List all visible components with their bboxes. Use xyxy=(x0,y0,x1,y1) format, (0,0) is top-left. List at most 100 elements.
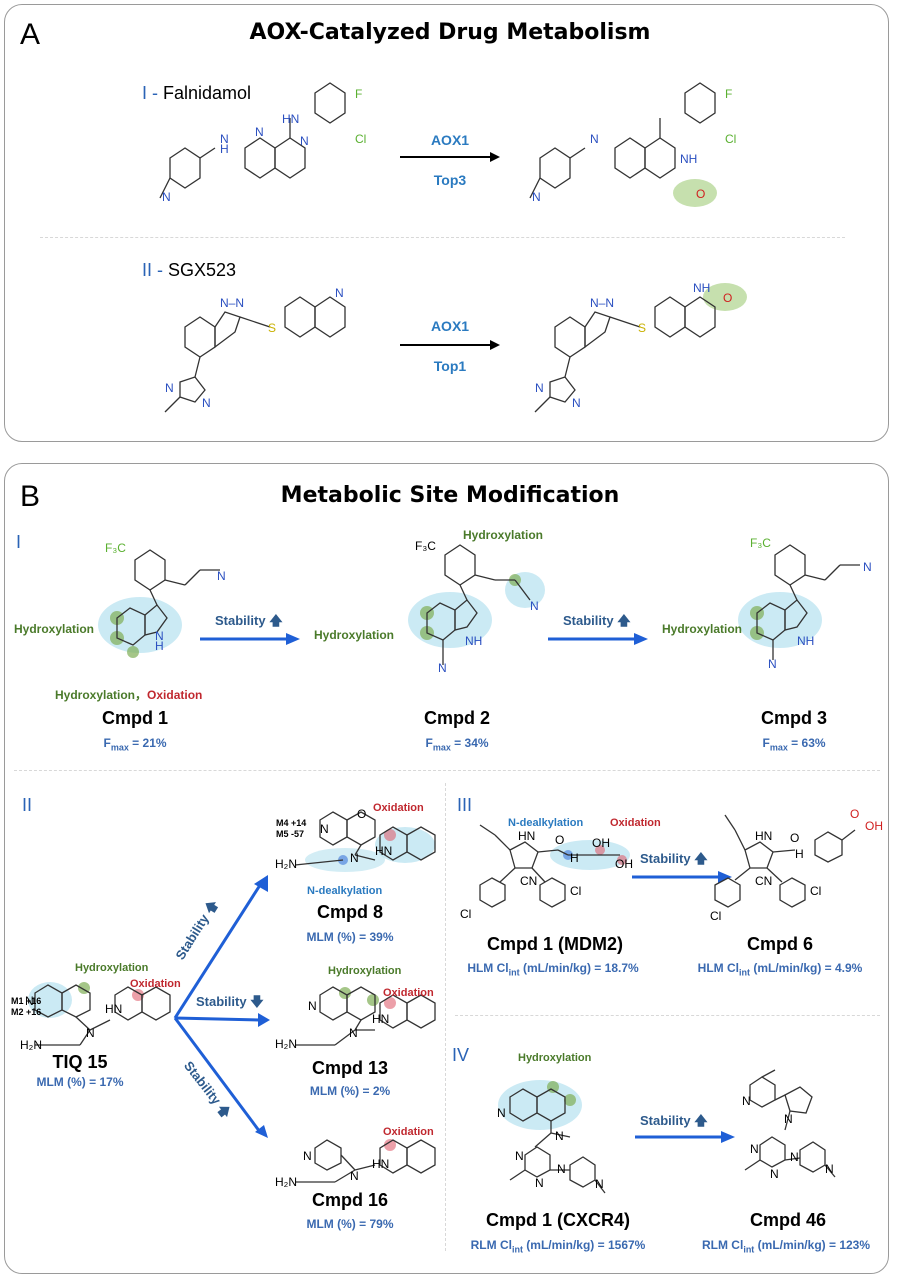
arrow2-rank: Top1 xyxy=(433,358,467,374)
cmpd8-oxidation: Oxidation xyxy=(373,802,424,814)
panel-a xyxy=(4,4,889,442)
mdm2-cmpd1-hlm: HLM Clint (mL/min/kg) = 18.7% xyxy=(467,961,639,978)
cmpd2-name: Cmpd 2 xyxy=(423,708,490,728)
svg-text:N: N xyxy=(555,1129,564,1143)
svg-text:N: N xyxy=(86,1026,95,1040)
svg-text:N: N xyxy=(768,657,777,671)
svg-text:N: N xyxy=(155,629,164,643)
reaction-arrow-1 xyxy=(400,152,500,162)
svg-text:Cl: Cl xyxy=(710,909,721,923)
cmpd13-hydroxylation: Hydroxylation xyxy=(328,965,402,977)
cmpd13-name: Cmpd 13 xyxy=(311,1058,389,1078)
panel-b-title: Metabolic Site Modification xyxy=(280,483,620,508)
svg-text:N: N xyxy=(202,396,211,410)
svg-text:N: N xyxy=(162,190,171,204)
cmpd16-mlm: MLM (%) = 79% xyxy=(306,1217,394,1231)
svg-text:N: N xyxy=(742,1094,751,1108)
svg-text:N–N: N–N xyxy=(590,296,614,310)
cmpd6-hlm: HLM Clint (mL/min/kg) = 4.9% xyxy=(697,961,863,978)
svg-text:H₂N: H₂N xyxy=(275,1037,297,1051)
svg-text:HN: HN xyxy=(372,1012,389,1026)
svg-text:Cl: Cl xyxy=(460,907,471,921)
cxcr4-hydroxylation: Hydroxylation xyxy=(518,1052,592,1064)
svg-text:N: N xyxy=(350,1169,359,1183)
cxcr4-cmpd1-rlm: RLM Clint (mL/min/kg) = 1567% xyxy=(470,1238,646,1255)
branch-arrows xyxy=(173,875,270,1138)
svg-text:HN: HN xyxy=(375,844,392,858)
cmpd16-oxidation: Oxidation xyxy=(383,1126,434,1138)
cmpd46-rlm: RLM Clint (mL/min/kg) = 123% xyxy=(701,1238,871,1255)
stability-label-iii: Stability 🡅 xyxy=(640,851,708,866)
svg-text:N: N xyxy=(320,822,329,836)
stability-arrow-iii xyxy=(632,871,732,883)
svg-text:N: N xyxy=(535,381,544,395)
sec1-hydroxylation-2: Hydroxylation xyxy=(314,628,395,642)
cmpd8-m4: M4 +14 xyxy=(276,818,307,828)
falnidamol-metabolite-structure: N N NH O F Cl xyxy=(529,82,736,207)
svg-text:N–N: N–N xyxy=(220,296,244,310)
sgx523-structure: N–N S N N N xyxy=(164,286,346,413)
svg-text:N: N xyxy=(515,1149,524,1163)
svg-text:Cl: Cl xyxy=(725,132,736,146)
cxcr4-cmpd1-structure: NN NN NN xyxy=(497,1080,606,1194)
svg-text:N: N xyxy=(220,132,229,146)
divider-b-vertical xyxy=(445,783,446,1251)
svg-text:N: N xyxy=(308,999,317,1013)
svg-text:N: N xyxy=(825,1162,834,1176)
sec1-hydrox-oxid-label: Hydroxylation，Oxidation xyxy=(55,688,203,702)
sec1-hydroxylation-3: Hydroxylation xyxy=(463,528,544,542)
svg-text:O: O xyxy=(555,833,564,847)
svg-text:O: O xyxy=(850,807,859,821)
svg-text:HN: HN xyxy=(282,112,299,126)
svg-text:S: S xyxy=(638,321,646,335)
svg-text:CN: CN xyxy=(520,874,537,888)
svg-text:H: H xyxy=(220,142,229,156)
svg-text:OH: OH xyxy=(865,819,883,833)
cxcr4-cmpd1-name: Cmpd 1 (CXCR4) xyxy=(485,1210,630,1230)
divider-a xyxy=(40,237,845,238)
svg-text:N: N xyxy=(165,381,174,395)
row2-label: II - SGX523 xyxy=(142,260,237,280)
svg-text:H: H xyxy=(795,847,804,861)
sgx523-metabolite-structure: N–N S NH O N N xyxy=(534,281,747,413)
svg-text:OH: OH xyxy=(615,857,633,871)
divider-b-iii-iv xyxy=(455,1015,880,1016)
svg-text:Cl: Cl xyxy=(810,884,821,898)
panel-a-label: A xyxy=(20,18,41,51)
tiq15-hydroxylation: Hydroxylation xyxy=(75,962,149,974)
cmpd8-mlm: MLM (%) = 39% xyxy=(306,930,394,944)
svg-text:F₃C: F₃C xyxy=(415,539,436,553)
svg-text:N: N xyxy=(750,1142,759,1156)
cmpd46-name: Cmpd 46 xyxy=(749,1210,827,1230)
svg-text:H₂N: H₂N xyxy=(275,857,297,871)
svg-text:N: N xyxy=(438,661,447,675)
cmpd13-oxidation: Oxidation xyxy=(383,987,434,999)
svg-text:F: F xyxy=(355,87,362,101)
svg-text:O: O xyxy=(357,807,366,821)
sec3-numeral: III xyxy=(457,795,473,815)
svg-text:N: N xyxy=(25,994,34,1008)
cmpd6-name: Cmpd 6 xyxy=(746,934,813,954)
mdm2-oxidation: Oxidation xyxy=(610,817,661,829)
svg-text:Cl: Cl xyxy=(570,884,581,898)
svg-text:N: N xyxy=(557,1162,566,1176)
tiq15-m1: M1 +16 xyxy=(11,996,42,1006)
stability-arrow-iv xyxy=(635,1131,735,1143)
svg-text:N: N xyxy=(863,560,872,574)
svg-text:N: N xyxy=(530,599,539,613)
cmpd8-name: Cmpd 8 xyxy=(316,902,383,922)
cmpd3-fmax: Fmax = 63% xyxy=(762,736,826,753)
stability-down-label: Stability 🡇 xyxy=(196,994,264,1009)
cmpd8-ndealk: N-dealkylation xyxy=(307,885,383,897)
svg-text:F₃C: F₃C xyxy=(105,541,126,555)
cmpd1-name: Cmpd 1 xyxy=(101,708,168,728)
cmpd8-m5: M5 -57 xyxy=(276,829,305,839)
cmpd16-name: Cmpd 16 xyxy=(311,1190,389,1210)
svg-text:H₂N: H₂N xyxy=(20,1038,42,1052)
